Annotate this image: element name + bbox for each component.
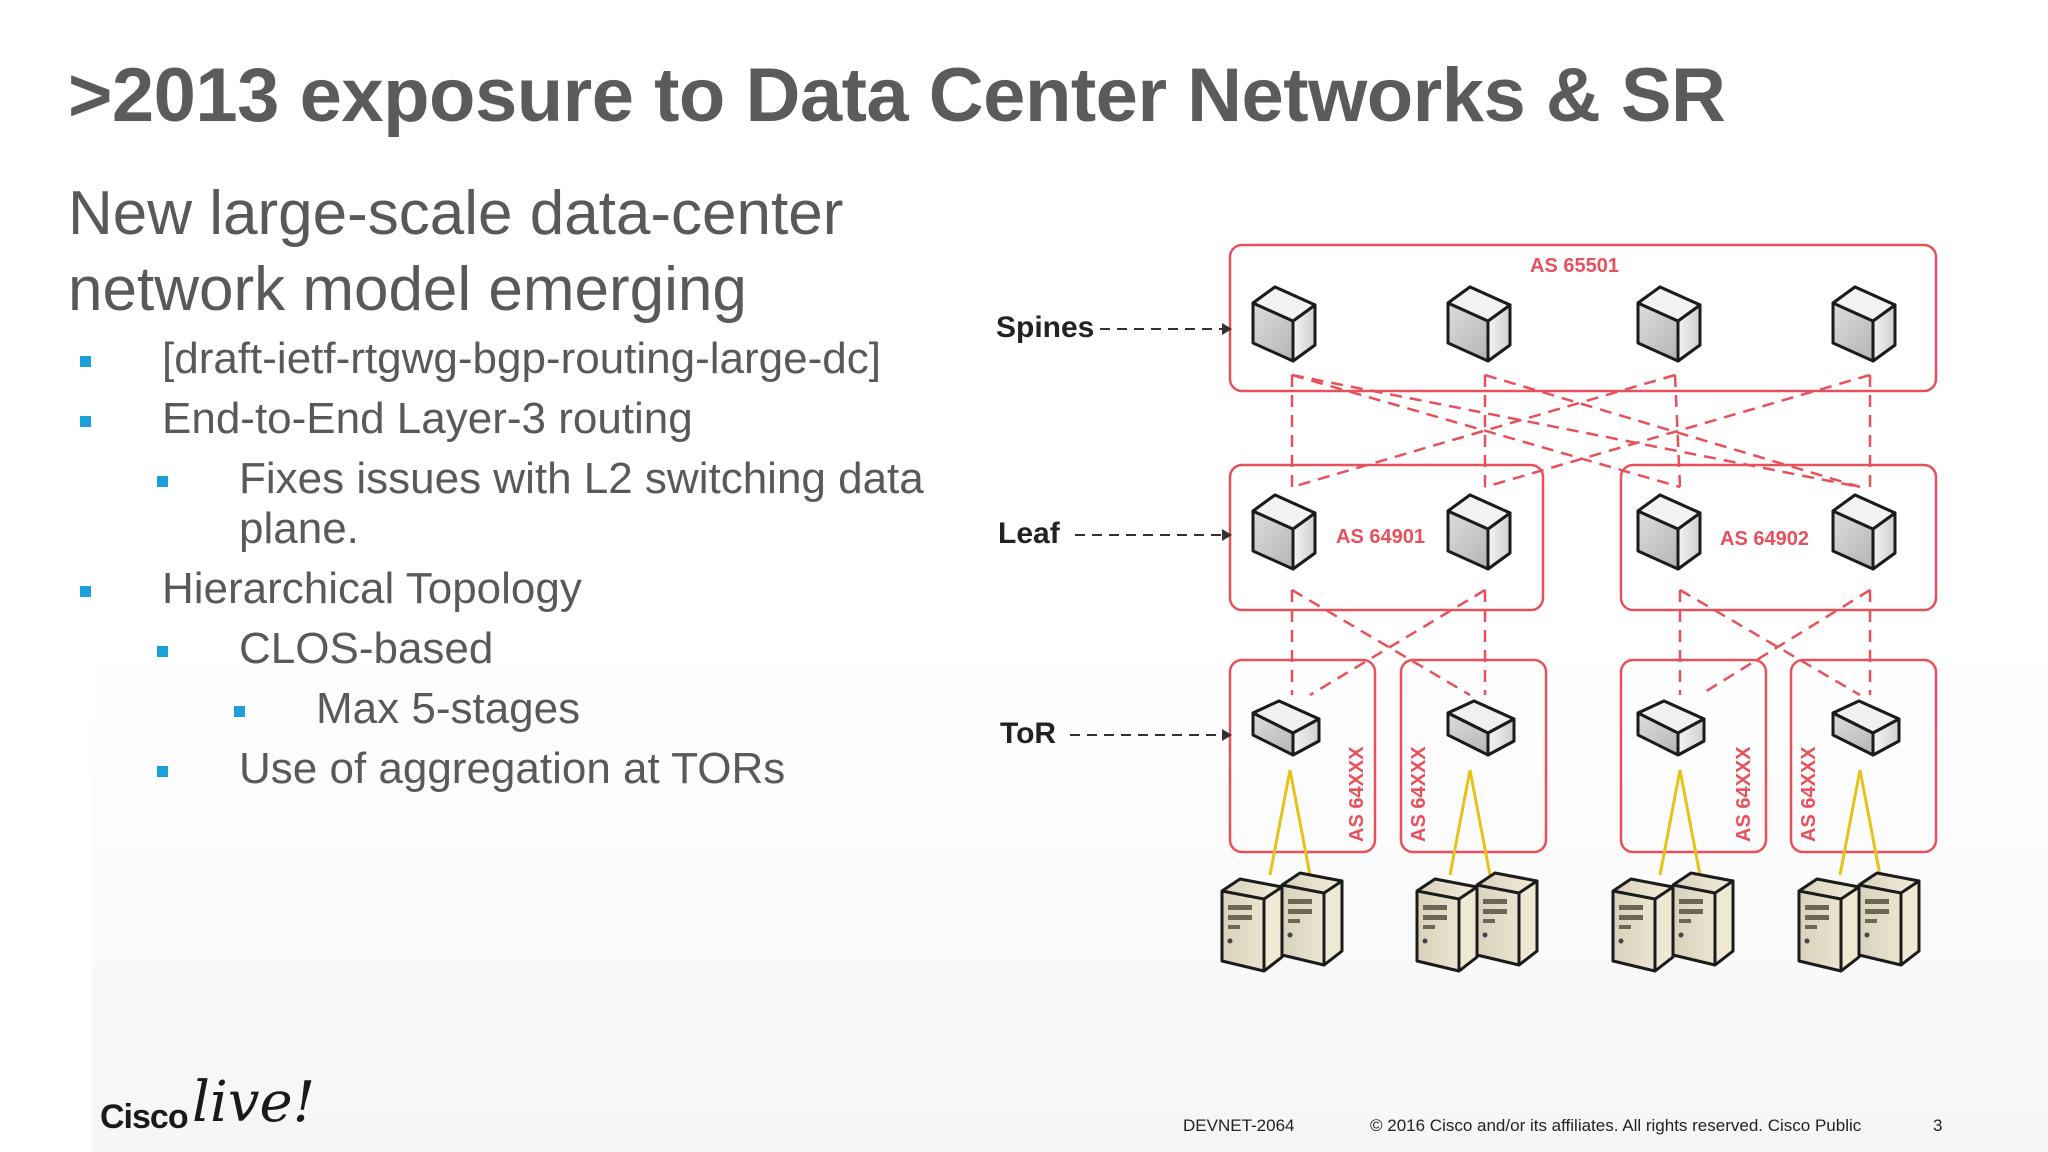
bullet-item: Use of aggregation at TORs bbox=[239, 744, 786, 793]
tor-as-box-2 bbox=[1399, 658, 1548, 854]
server-icon bbox=[1415, 877, 1479, 973]
tier-label-tor: ToR bbox=[1000, 717, 1056, 750]
spine-switch-icon bbox=[1831, 285, 1897, 363]
subtitle-line-2: network model emerging bbox=[68, 255, 747, 324]
as-label-leaf-right: AS 64902 bbox=[1720, 528, 1809, 550]
footer-copyright: © 2016 Cisco and/or its affiliates. All … bbox=[1370, 1116, 1862, 1135]
leaf-switch-icon bbox=[1636, 493, 1702, 571]
bullet-item: Max 5-stages bbox=[316, 684, 581, 733]
server-icon bbox=[1475, 871, 1539, 967]
as-label-leaf-left: AS 64901 bbox=[1336, 526, 1425, 548]
bullet-item: CLOS-based bbox=[239, 624, 494, 673]
server-icon bbox=[1671, 871, 1735, 967]
as-boxes bbox=[1228, 243, 1938, 854]
server-icon bbox=[1857, 871, 1921, 967]
as-label-tor-3: AS 64XXX bbox=[1733, 746, 1755, 842]
footer-session-id: DEVNET-2064 bbox=[1183, 1116, 1295, 1135]
bullet-marker bbox=[80, 586, 91, 597]
leaf-switch-icon bbox=[1446, 493, 1512, 571]
tor-switch-icon bbox=[1831, 699, 1901, 757]
as-label-spine: AS 65501 bbox=[1530, 255, 1619, 277]
leaf-as-box-right bbox=[1619, 463, 1938, 612]
bullet-item-continuation: plane. bbox=[239, 504, 359, 553]
tor-as-box-3 bbox=[1619, 658, 1768, 854]
cisco-live-logo: Cisco live! bbox=[100, 1070, 315, 1140]
logo-cisco-text: Cisco bbox=[100, 1098, 189, 1136]
network-links bbox=[1290, 373, 1872, 697]
spine-switch-icon bbox=[1251, 285, 1317, 363]
server-icon bbox=[1280, 871, 1344, 967]
tier-label-spines: Spines bbox=[996, 311, 1094, 344]
tor-as-box-1 bbox=[1228, 658, 1377, 854]
bullet-item: Fixes issues with L2 switching data bbox=[239, 454, 924, 503]
bullet-marker bbox=[234, 706, 245, 717]
spine-switch-icon bbox=[1446, 285, 1512, 363]
leaf-switch-icon bbox=[1831, 493, 1897, 571]
tor-as-box-4 bbox=[1789, 658, 1938, 854]
spine-switch-icon bbox=[1636, 285, 1702, 363]
bullet-item: [draft-ietf-rtgwg-bgp-routing-large-dc] bbox=[162, 334, 881, 383]
bullet-marker bbox=[157, 766, 168, 777]
slide-title: >2013 exposure to Data Center Networks &… bbox=[68, 53, 1726, 138]
tor-switch-icon bbox=[1446, 699, 1516, 757]
tier-callouts bbox=[1070, 328, 1222, 736]
bullet-marker bbox=[157, 646, 168, 657]
as-label-tor-4: AS 64XXX bbox=[1798, 746, 1820, 842]
spine-as-box bbox=[1228, 243, 1938, 393]
server-icon bbox=[1220, 877, 1284, 973]
bullet-marker bbox=[80, 356, 91, 367]
leaf-switch-icon bbox=[1251, 493, 1317, 571]
as-label-tor-1: AS 64XXX bbox=[1346, 746, 1368, 842]
footer-page-number: 3 bbox=[1933, 1116, 1943, 1135]
bullet-marker bbox=[157, 476, 168, 487]
bullet-item: End-to-End Layer-3 routing bbox=[162, 394, 693, 443]
tor-switch-icon bbox=[1636, 699, 1706, 757]
tier-label-leaf: Leaf bbox=[998, 517, 1061, 550]
bullet-marker bbox=[80, 416, 91, 427]
slide-subtitle: New large-scale data-center network mode… bbox=[68, 176, 968, 328]
leaf-as-box-left bbox=[1228, 463, 1545, 612]
logo-live-text: live! bbox=[192, 1070, 316, 1135]
server-links bbox=[1268, 769, 1882, 876]
clos-topology-diagram: Spines Leaf ToR AS 65501 AS 64901 AS 649… bbox=[996, 243, 1938, 973]
bullet-item: Hierarchical Topology bbox=[162, 564, 582, 613]
server-icon bbox=[1611, 877, 1675, 973]
as-label-tor-2: AS 64XXX bbox=[1408, 746, 1430, 842]
tor-switch-icon bbox=[1251, 699, 1321, 757]
subtitle-line-1: New large-scale data-center bbox=[68, 179, 844, 248]
server-icon bbox=[1797, 877, 1861, 973]
